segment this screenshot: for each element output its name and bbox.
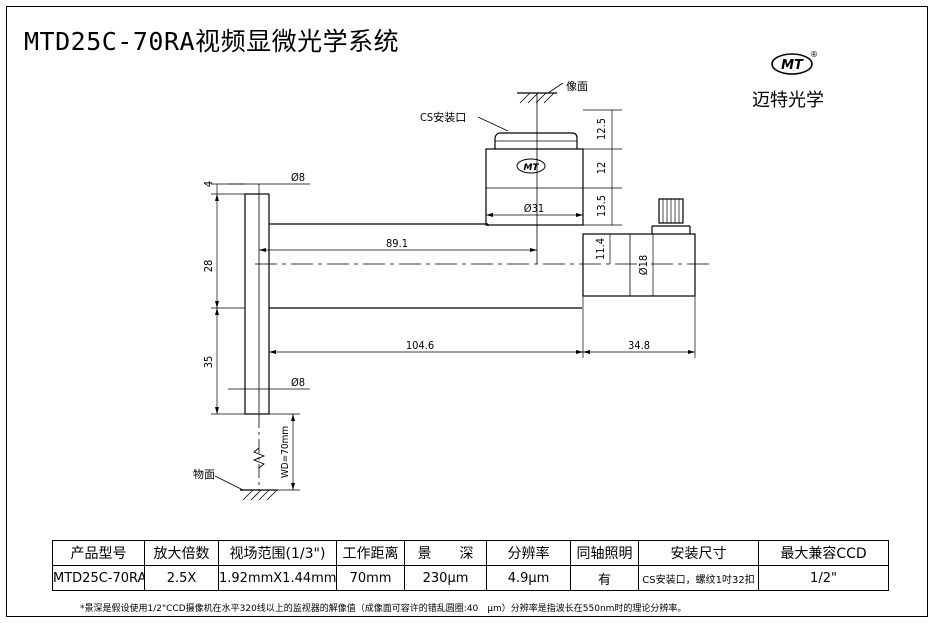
dim-35: 35 (202, 356, 215, 369)
value-field-of-view: 1.92mmX1.44mm (218, 565, 337, 591)
mount-logo-text: MT (523, 163, 539, 173)
dim-12: 12 (595, 162, 608, 175)
value-model: MTD25C-70RA (52, 565, 145, 591)
image-plane-label: 像面 (566, 80, 588, 93)
spec-header-row: 产品型号 放大倍数 视场范围(1/3") 工作距离 景 深 分辨率 同轴照明 安… (52, 540, 889, 566)
header-max-ccd: 最大兼容CCD (758, 540, 889, 566)
value-max-ccd: 1/2" (758, 565, 889, 591)
header-coaxial-illumination: 同轴照明 (570, 540, 639, 566)
value-coaxial-illumination: 有 (570, 565, 639, 591)
dim-89-1: 89.1 (386, 237, 408, 250)
dim-phi31: Ø31 (524, 202, 544, 215)
cs-mount-label: CS安装口 (420, 110, 466, 124)
value-mount-size: CS安装口，螺纹1吋32扣 (638, 565, 759, 591)
dim-12-5: 12.5 (595, 118, 608, 140)
dim-11-4: 11.4 (594, 238, 607, 260)
value-working-distance: 70mm (336, 565, 405, 591)
footnote: *景深是假设使用1/2"CCD摄像机在水平320线以上的监视器的解像值（成像面可… (80, 604, 687, 614)
header-mount-size: 安装尺寸 (638, 540, 759, 566)
drawing-frame (6, 6, 928, 617)
dim-working-distance: WD=70mm (280, 426, 291, 478)
drawing-title: MTD25C-70RA视频显微光学系统 (24, 27, 400, 56)
dim-28: 28 (202, 260, 215, 273)
dim-104-6: 104.6 (406, 339, 434, 352)
header-depth-of-field: 景 深 (404, 540, 487, 566)
dim-phi18: Ø18 (637, 255, 650, 275)
spec-table: 产品型号 放大倍数 视场范围(1/3") 工作距离 景 深 分辨率 同轴照明 安… (52, 540, 889, 591)
objective-tube (244, 193, 270, 415)
dim-phi8-top: Ø8 (291, 171, 305, 184)
dim-phi8-bottom: Ø8 (291, 376, 305, 389)
value-resolution: 4.9μm (486, 565, 571, 591)
header-field-of-view: 视场范围(1/3") (218, 540, 337, 566)
logo-mark: MT (781, 58, 804, 73)
cs-mount-plate (494, 132, 578, 149)
value-depth-of-field: 230μm (404, 565, 487, 591)
company-name: 迈特光学 (752, 90, 824, 111)
optical-system-drawing: MT 像面 CS安装口 物面 4 Ø8 28 35 Ø8 89.1 104.6 … (193, 80, 712, 501)
company-logo-icon: MT ® (771, 50, 818, 75)
registered-mark: ® (810, 50, 818, 59)
header-working-distance: 工作距离 (336, 540, 405, 566)
spec-value-row: MTD25C-70RA 2.5X 1.92mmX1.44mm 70mm 230μ… (52, 565, 889, 591)
object-plane-label: 物面 (193, 467, 215, 481)
dim-34-8: 34.8 (628, 339, 650, 352)
camera-mount-body (485, 148, 584, 226)
header-resolution: 分辨率 (486, 540, 571, 566)
value-magnification: 2.5X (144, 565, 219, 591)
header-model: 产品型号 (52, 540, 145, 566)
illumination-unit (582, 233, 696, 297)
dim-13-5: 13.5 (595, 195, 608, 217)
header-magnification: 放大倍数 (144, 540, 219, 566)
dim-4: 4 (202, 181, 215, 187)
mount-logo-icon (516, 158, 546, 174)
